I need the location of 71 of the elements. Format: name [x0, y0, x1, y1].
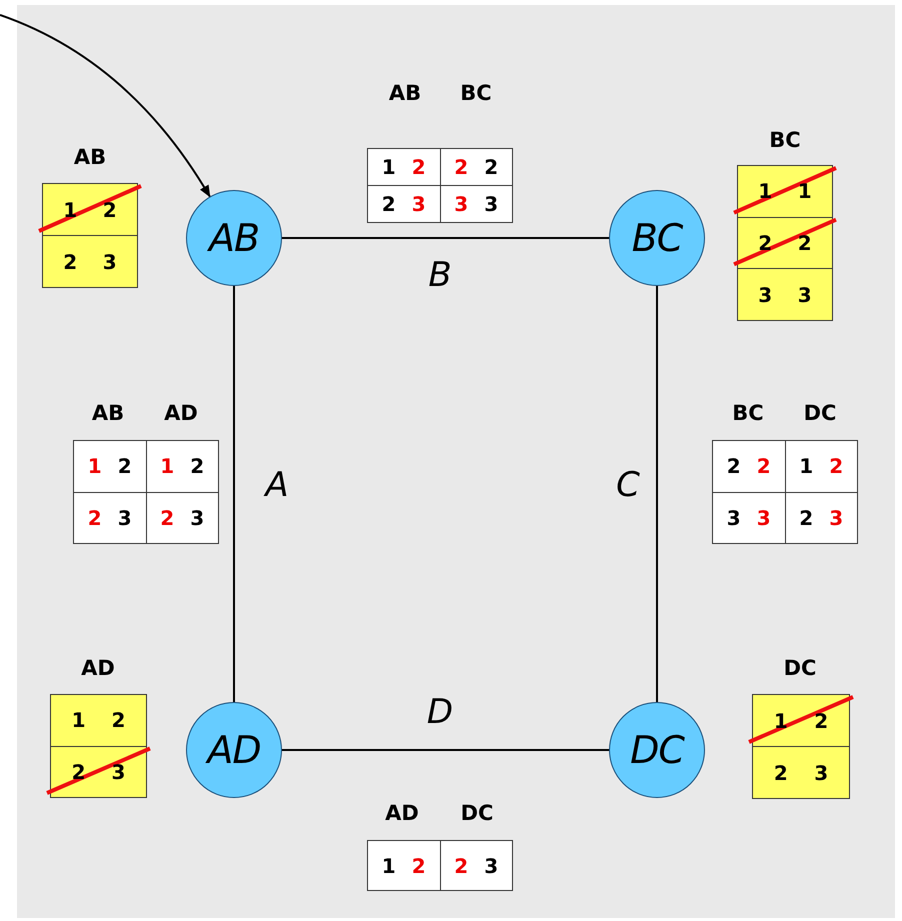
cell-value: 3 [757, 282, 774, 307]
cell-value: 2 [102, 198, 118, 222]
edge-label: B [428, 255, 452, 295]
cell-value: 3 [110, 760, 126, 784]
cell-value: 3 [410, 192, 427, 216]
cell-value: 2 [86, 506, 103, 530]
column-header: BC [732, 401, 764, 425]
cell-value: 2 [798, 506, 814, 530]
cell-value: 2 [62, 250, 78, 274]
column-header: AB [388, 81, 422, 105]
cell-value: 2 [189, 454, 206, 478]
column-header: BC [460, 81, 492, 105]
cell-value: 1 [757, 179, 774, 204]
column-header: BC [769, 128, 801, 152]
column-header: AD [164, 401, 198, 425]
cell-value: 2 [483, 155, 500, 179]
cell-value: 3 [116, 506, 133, 530]
node-label: DC [630, 728, 684, 772]
cell-value: 2 [410, 854, 427, 878]
cell-value: 3 [813, 760, 830, 784]
column-header: AD [81, 656, 115, 680]
cell-value: 1 [380, 155, 397, 179]
cell-value: 2 [159, 506, 176, 530]
cell-value: 1 [159, 454, 176, 478]
cell-value: 3 [483, 192, 500, 216]
cell-value: 2 [796, 230, 813, 255]
cell-value: 1 [86, 454, 103, 478]
cell-value: 2 [410, 155, 427, 179]
cell-value: 2 [726, 454, 742, 478]
column-header: DC [460, 801, 494, 825]
cell-value: 1 [798, 454, 814, 478]
edge-label: A [265, 465, 289, 505]
node-label: AD [207, 728, 261, 772]
cell-value: 3 [756, 506, 772, 530]
cell-value: 3 [483, 854, 500, 878]
column-header: DC [804, 401, 836, 425]
cell-value: 3 [726, 506, 742, 530]
cell-value: 3 [102, 250, 118, 274]
cell-value: 2 [116, 454, 133, 478]
cell-value: 2 [757, 230, 774, 255]
cell-value: 2 [813, 708, 830, 732]
cell-value: 2 [70, 760, 87, 784]
cell-value: 1 [62, 198, 78, 222]
cell-value: 2 [756, 454, 772, 478]
cell-value: 1 [380, 854, 397, 878]
cell-value: 3 [189, 506, 206, 530]
node-label: AB [208, 216, 260, 260]
cell-value: 2 [380, 192, 397, 216]
cell-value: 1 [70, 708, 87, 732]
cell-value: 2 [772, 760, 789, 784]
cell-value: 1 [772, 708, 789, 732]
cell-value: 2 [453, 854, 470, 878]
constraint-line [656, 286, 658, 702]
column-header: AB [92, 401, 124, 425]
cell-value: 2 [453, 155, 470, 179]
column-header: DC [784, 656, 816, 680]
constraint-line [282, 237, 609, 239]
arrow [0, 14, 211, 198]
cell-value: 2 [110, 708, 126, 732]
cell-value: 2 [828, 454, 844, 478]
cell-value: 3 [828, 506, 844, 530]
node-label: BC [632, 216, 682, 260]
constraint-line [282, 749, 609, 751]
column-header: AB [74, 145, 106, 169]
column-header: AD [385, 801, 419, 825]
edge-label: D [426, 692, 454, 732]
cell-value: 1 [796, 179, 813, 204]
cell-value: 3 [453, 192, 470, 216]
edge-label: C [616, 465, 640, 505]
cell-value: 3 [796, 282, 813, 307]
constraint-line [233, 286, 235, 702]
